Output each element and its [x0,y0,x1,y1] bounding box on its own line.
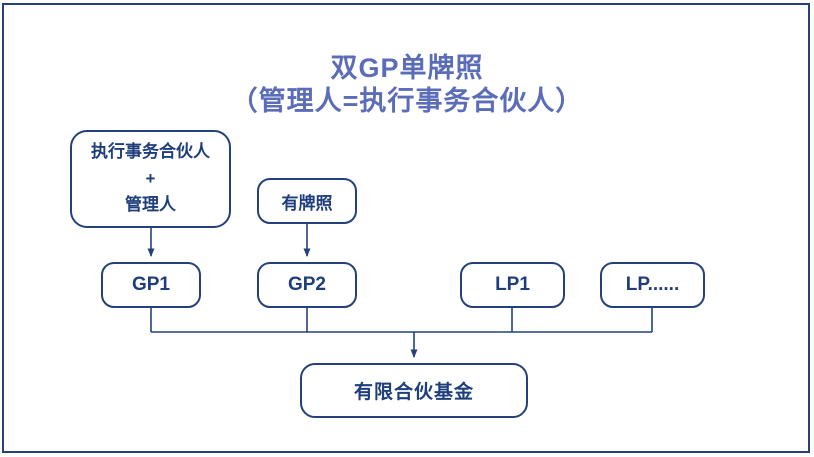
diagram-title: 双GP单牌照 （管理人=执行事务合伙人） [0,52,814,118]
node-exec-line-3: 管理人 [125,195,176,215]
title-line-2: （管理人=执行事务合伙人） [230,85,584,116]
node-licensed: 有牌照 [257,178,357,224]
title-line-1: 双GP单牌照 [330,53,484,83]
node-exec-partner-manager: 执行事务合伙人 + 管理人 [70,130,231,228]
node-fund-label: 有限合伙基金 [353,382,474,403]
node-lp1-label: LP1 [495,274,530,295]
node-gp2-label: GP2 [287,274,327,295]
node-limited-partnership-fund: 有限合伙基金 [300,363,528,418]
node-lp-more-label: LP...... [625,274,680,295]
node-gp1-label: GP1 [131,274,171,295]
node-gp1: GP1 [101,262,201,308]
node-lp1: LP1 [460,262,565,308]
node-exec-line-2: + [145,168,156,188]
node-lp-more: LP...... [600,262,705,308]
node-gp2: GP2 [257,262,357,308]
node-exec-line-1: 执行事务合伙人 [91,142,210,162]
node-licensed-label: 有牌照 [281,193,333,213]
